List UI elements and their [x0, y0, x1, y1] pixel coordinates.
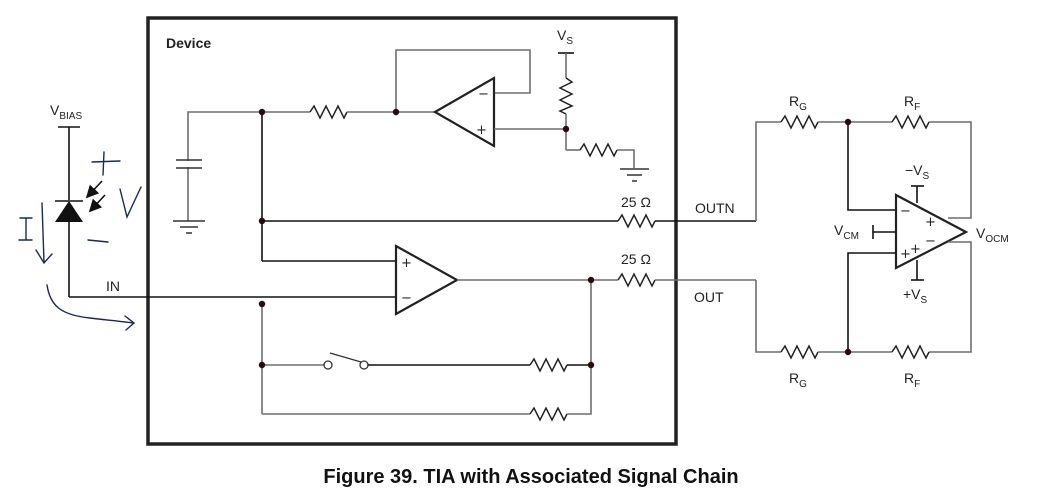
hand-current-mark: [18, 217, 33, 241]
photodiode-icon: [55, 201, 83, 222]
opamp-minus-sign: −: [401, 291, 412, 306]
output-resistor-top: [617, 213, 656, 229]
rf-bottom-label: RF: [904, 370, 920, 390]
feedback-switch: [323, 360, 333, 370]
neg-vs-label: −VS: [905, 162, 930, 182]
r25-bottom-label: 25 Ω: [621, 251, 651, 267]
opamp-minus-sign: −: [478, 87, 489, 102]
figure-caption: Figure 39. TIA with Associated Signal Ch…: [323, 466, 738, 488]
out-label: OUT: [694, 289, 724, 305]
pos-vs-label: +VS: [903, 286, 928, 306]
in-label: IN: [106, 278, 120, 294]
tia-opamp: [394, 244, 460, 316]
opamp-plus-sign: +: [401, 256, 412, 271]
buffer-opamp: [432, 76, 496, 148]
rg-top-label: RG: [789, 93, 807, 113]
vbias-label: VBIAS: [50, 102, 82, 122]
outn-label: OUTN: [695, 200, 735, 216]
opamp-plus-sign: +: [900, 247, 911, 262]
hand-voltage-mark: [119, 186, 142, 220]
light-arrow-icon: [88, 194, 106, 213]
opamp-minus-sign: −: [900, 204, 911, 219]
filter-capacitor: [173, 111, 262, 234]
opamp-minus-sign: −: [925, 234, 936, 249]
opamp-plus-sign: +: [476, 123, 487, 138]
rg-top-resistor: [780, 114, 819, 130]
opamp-plus-sign: +: [925, 215, 936, 230]
divider-resistor-top: [558, 77, 574, 115]
divider-resistor-bottom: [579, 142, 618, 158]
feedback-resistor-fixed: [529, 406, 568, 422]
vcm-label: VCM: [834, 222, 859, 242]
filter-resistor: [309, 104, 348, 120]
output-resistor-bottom: [617, 272, 656, 288]
rg-bottom-label: RG: [789, 370, 807, 390]
vs-label: VS: [557, 27, 573, 47]
rg-bottom-resistor: [780, 344, 819, 360]
vocm-label: VOCM: [976, 225, 1009, 245]
opamp-plus-sign: +: [910, 242, 921, 257]
device-label: Device: [166, 35, 211, 51]
device-boundary: [146, 16, 678, 446]
feedback-resistor-switched: [529, 357, 568, 373]
hand-current-arrow: [35, 202, 53, 265]
handwritten-annotations: [18, 151, 142, 331]
hand-minus-sign: [87, 239, 109, 243]
rf-top-label: RF: [904, 93, 920, 113]
rf-bottom-resistor: [891, 344, 930, 360]
hand-plus-sign: [91, 151, 121, 176]
light-arrow-icon: [85, 180, 103, 199]
r25-top-label: 25 Ω: [621, 194, 651, 210]
hand-flow-arrow: [46, 284, 136, 331]
rf-top-resistor: [891, 114, 930, 130]
photodiode-section: VBIAS IN: [50, 102, 148, 298]
